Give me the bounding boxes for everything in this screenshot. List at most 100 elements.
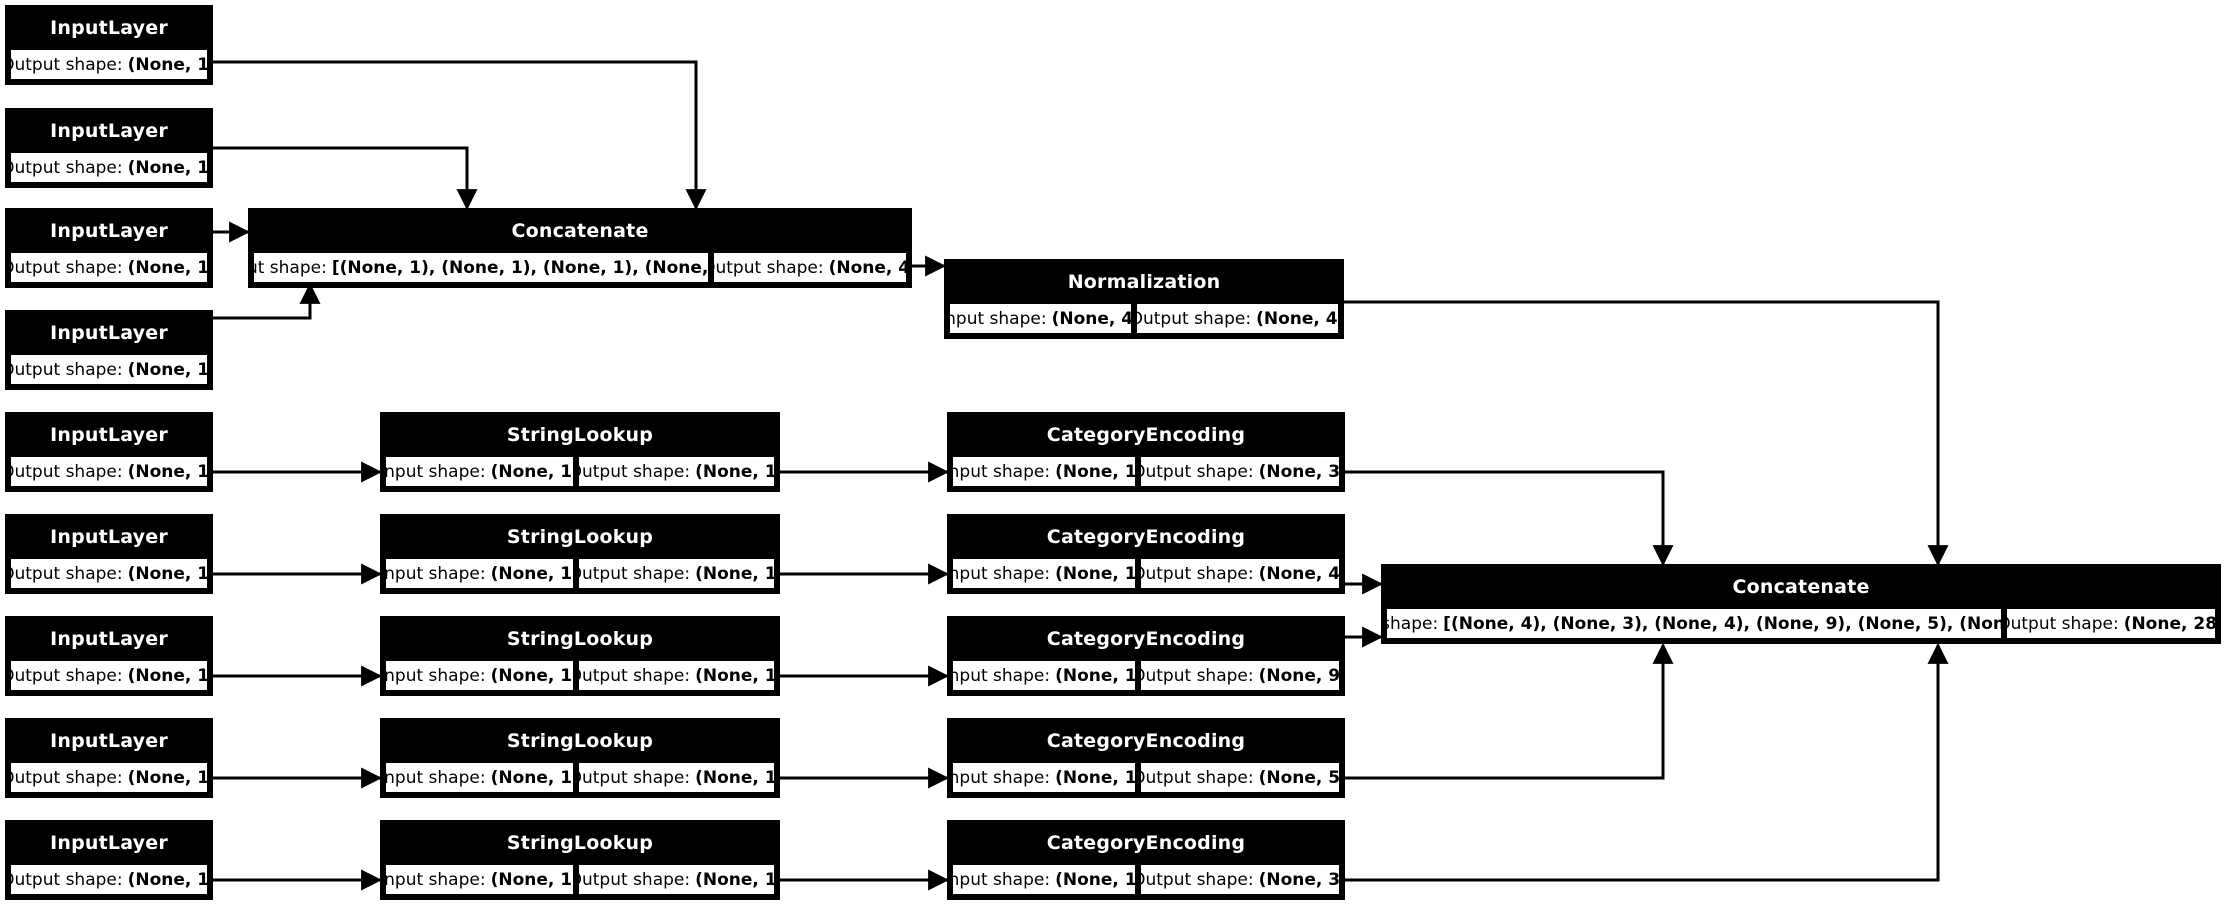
node-concatenate-final[interactable]: Concatenate Input shape: [(None, 4), (No… [1381, 564, 2221, 644]
node-concatenate-numeric[interactable]: Concatenate Input shape: [(None, 1), (No… [248, 208, 912, 288]
output-shape-value: (None, 3) [1258, 869, 1342, 890]
node-input-layer-numeric-1[interactable]: InputLayer Output shape: (None, 1) [5, 5, 213, 85]
output-shape-value: (None, 1) [127, 157, 210, 178]
output-shape-cell: Output shape: (None, 4) [711, 250, 909, 285]
node-input-layer-categorical-4[interactable]: InputLayer Output shape: (None, 1) [5, 718, 213, 798]
output-shape-value: (None, 1) [127, 461, 210, 482]
input-shape-cell: Input shape: (None, 1) [950, 556, 1138, 591]
output-shape-cell: Output shape: (None, 3) [1138, 862, 1342, 897]
edge-normalization-to-concat-final [1344, 300, 1949, 567]
output-shape-value: (None, 1) [127, 869, 210, 890]
node-shape-row: Input shape: (None, 1) Output shape: (No… [950, 658, 1342, 693]
node-title: InputLayer [8, 517, 210, 556]
node-string-lookup-3[interactable]: StringLookup Input shape: (None, 1) Outp… [380, 616, 780, 696]
input-shape-value: [(None, 1), (None, 1), (None, 1), (None,… [331, 257, 711, 278]
output-shape-cell: Output shape: (None, 1) [8, 47, 210, 82]
node-title: InputLayer [8, 415, 210, 454]
output-shape-cell: Output shape: (None, 5) [1138, 760, 1342, 795]
node-shape-row: Input shape: (None, 1) Output shape: (No… [950, 454, 1342, 489]
node-category-encoding-5[interactable]: CategoryEncoding Input shape: (None, 1) … [947, 820, 1345, 900]
output-shape-value: (None, 1) [695, 461, 777, 482]
output-shape-label: Output shape: [8, 767, 123, 788]
output-shape-cell: Output shape: (None, 4) [1138, 556, 1342, 591]
input-shape-cell: Input shape: (None, 1) [383, 862, 576, 897]
node-shape-row: Input shape: (None, 4) Output shape: (No… [947, 301, 1341, 336]
node-string-lookup-1[interactable]: StringLookup Input shape: (None, 1) Outp… [380, 412, 780, 492]
node-input-layer-numeric-4[interactable]: InputLayer Output shape: (None, 1) [5, 310, 213, 390]
node-shape-row: Input shape: [(None, 1), (None, 1), (Non… [251, 250, 909, 285]
output-shape-label: Output shape: [8, 54, 123, 75]
output-shape-label: Output shape: [1138, 665, 1254, 686]
node-title: CategoryEncoding [950, 415, 1342, 454]
output-shape-value: (None, 4) [1258, 563, 1342, 584]
output-shape-value: (None, 5) [1258, 767, 1342, 788]
node-title: CategoryEncoding [950, 823, 1342, 862]
node-title: StringLookup [383, 517, 777, 556]
node-category-encoding-3[interactable]: CategoryEncoding Input shape: (None, 1) … [947, 616, 1345, 696]
output-shape-label: Output shape: [8, 359, 123, 380]
node-title: InputLayer [8, 619, 210, 658]
node-string-lookup-4[interactable]: StringLookup Input shape: (None, 1) Outp… [380, 718, 780, 798]
node-category-encoding-2[interactable]: CategoryEncoding Input shape: (None, 1) … [947, 514, 1345, 594]
node-title: InputLayer [8, 721, 210, 760]
node-category-encoding-1[interactable]: CategoryEncoding Input shape: (None, 1) … [947, 412, 1345, 492]
output-shape-cell: Output shape: (None, 1) [8, 454, 210, 489]
node-input-layer-numeric-3[interactable]: InputLayer Output shape: (None, 1) [5, 208, 213, 288]
input-shape-label: Input shape: [383, 461, 486, 482]
input-shape-cell: Input shape: [(None, 1), (None, 1), (Non… [251, 250, 711, 285]
output-shape-value: (None, 1) [695, 563, 777, 584]
node-shape-row: Input shape: (None, 1) Output shape: (No… [383, 556, 777, 591]
node-string-lookup-2[interactable]: StringLookup Input shape: (None, 1) Outp… [380, 514, 780, 594]
node-shape-row: Input shape: (None, 1) Output shape: (No… [383, 760, 777, 795]
output-shape-value: (None, 1) [127, 665, 210, 686]
output-shape-label: Output shape: [8, 869, 123, 890]
node-string-lookup-5[interactable]: StringLookup Input shape: (None, 1) Outp… [380, 820, 780, 900]
node-title: CategoryEncoding [950, 721, 1342, 760]
output-shape-cell: Output shape: (None, 1) [576, 556, 777, 591]
node-input-layer-categorical-2[interactable]: InputLayer Output shape: (None, 1) [5, 514, 213, 594]
node-shape-row: Input shape: (None, 1) Output shape: (No… [383, 658, 777, 693]
input-shape-value: (None, 1) [1055, 461, 1138, 482]
input-shape-label: Input shape: [254, 257, 327, 278]
node-shape-row: Output shape: (None, 1) [8, 150, 210, 185]
node-category-encoding-4[interactable]: CategoryEncoding Input shape: (None, 1) … [947, 718, 1345, 798]
output-shape-cell: Output shape: (None, 9) [1138, 658, 1342, 693]
input-shape-label: Input shape: [950, 665, 1051, 686]
input-shape-label: Input shape: [950, 869, 1051, 890]
input-shape-label: Input shape: [383, 767, 486, 788]
node-input-layer-categorical-1[interactable]: InputLayer Output shape: (None, 1) [5, 412, 213, 492]
output-shape-cell: Output shape: (None, 1) [8, 760, 210, 795]
node-input-layer-categorical-5[interactable]: InputLayer Output shape: (None, 1) [5, 820, 213, 900]
output-shape-cell: Output shape: (None, 4) [1134, 301, 1341, 336]
input-shape-value: (None, 1) [490, 461, 576, 482]
output-shape-label: Output shape: [8, 157, 123, 178]
input-shape-value: [(None, 4), (None, 3), (None, 4), (None,… [1443, 613, 2004, 634]
edge-cat-encoding-1-to-concat-final [1345, 470, 1674, 567]
input-shape-cell: Input shape: (None, 1) [383, 454, 576, 489]
node-normalization[interactable]: Normalization Input shape: (None, 4) Out… [944, 259, 1344, 339]
output-shape-label: Output shape: [2004, 613, 2119, 634]
input-shape-value: (None, 1) [1055, 563, 1138, 584]
output-shape-value: (None, 1) [127, 563, 210, 584]
output-shape-label: Output shape: [1138, 461, 1254, 482]
node-input-layer-categorical-3[interactable]: InputLayer Output shape: (None, 1) [5, 616, 213, 696]
node-shape-row: Output shape: (None, 1) [8, 658, 210, 693]
node-title: CategoryEncoding [950, 517, 1342, 556]
node-shape-row: Input shape: (None, 1) Output shape: (No… [950, 862, 1342, 897]
node-title: CategoryEncoding [950, 619, 1342, 658]
node-shape-row: Output shape: (None, 1) [8, 862, 210, 897]
output-shape-cell: Output shape: (None, 3) [1138, 454, 1342, 489]
node-input-layer-numeric-2[interactable]: InputLayer Output shape: (None, 1) [5, 108, 213, 188]
input-shape-cell: Input shape: (None, 1) [950, 760, 1138, 795]
node-shape-row: Output shape: (None, 1) [8, 556, 210, 591]
node-shape-row: Output shape: (None, 1) [8, 352, 210, 387]
node-title: StringLookup [383, 619, 777, 658]
node-title: StringLookup [383, 721, 777, 760]
output-shape-cell: Output shape: (None, 1) [8, 658, 210, 693]
input-shape-label: Input shape: [947, 308, 1047, 329]
input-shape-label: Input shape: [1384, 613, 1439, 634]
input-shape-value: (None, 1) [1055, 665, 1138, 686]
output-shape-value: (None, 4) [828, 257, 909, 278]
node-title: InputLayer [8, 111, 210, 150]
input-shape-label: Input shape: [950, 461, 1051, 482]
